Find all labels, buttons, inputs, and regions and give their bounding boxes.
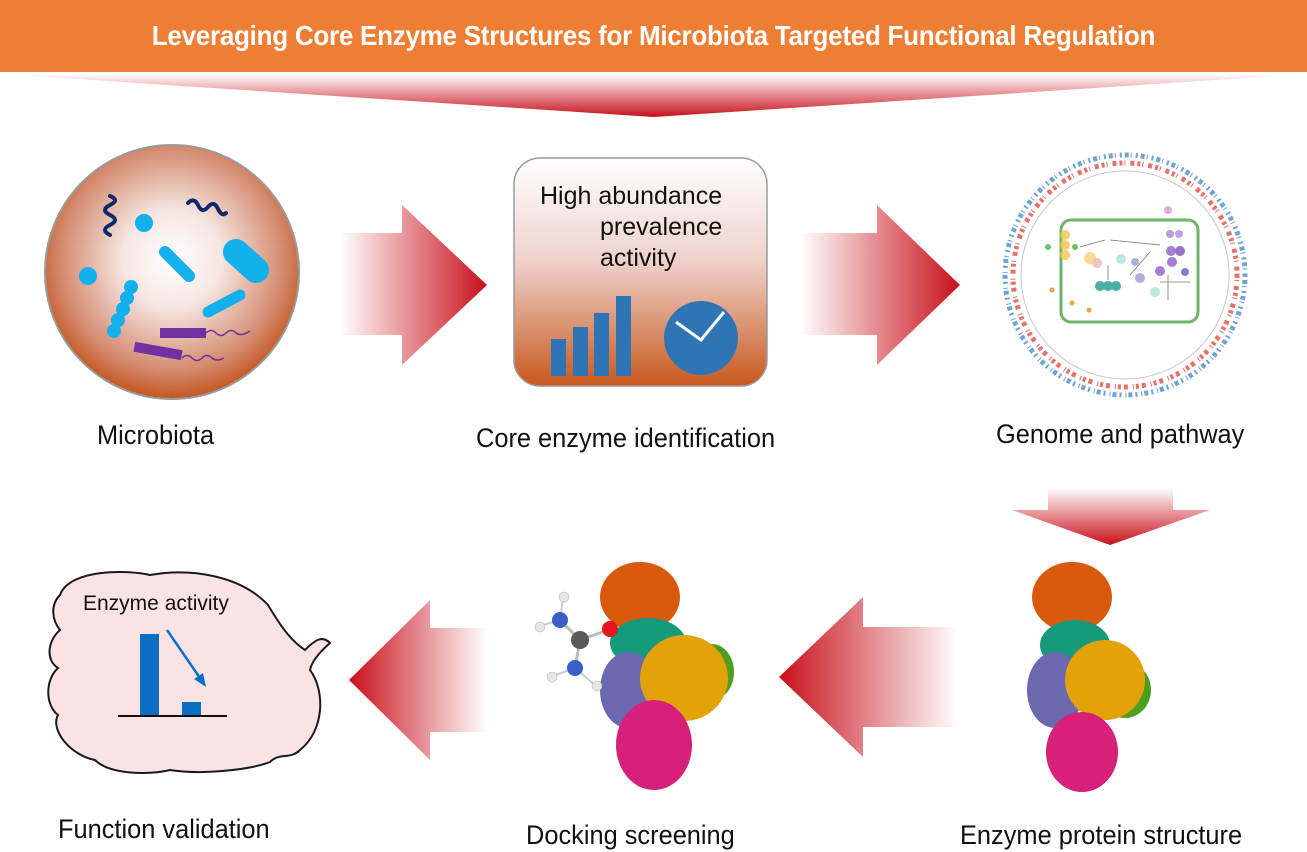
pathway-nodes — [1045, 206, 1190, 313]
spirochete-icon — [103, 194, 117, 237]
genome-ring-middle — [1010, 160, 1240, 390]
step-label-validation: Function validation — [58, 814, 270, 844]
bar-chart-icon — [551, 296, 631, 376]
bacillus-icon — [202, 289, 246, 318]
protein-domain-yellow — [640, 635, 728, 721]
enzyme-protein-structure — [1027, 562, 1151, 792]
flow-arrow-right — [800, 205, 960, 365]
enzyme-activity-label: Enzyme activity — [83, 592, 229, 615]
organ-outline — [47, 570, 332, 774]
hydrogen-atom — [534, 621, 546, 633]
bacillus-icon — [223, 239, 269, 283]
decrease-arrow-icon — [165, 629, 202, 679]
protein-domain-orange — [1032, 562, 1112, 632]
coccus-icon — [79, 267, 97, 285]
urea-ligand-icon — [534, 591, 618, 692]
flagellated-bacterium-icon — [133, 341, 225, 362]
banner-down-arrow — [0, 74, 1307, 117]
function-validation-illustration — [47, 570, 332, 774]
criteria-activity: activity — [600, 244, 677, 272]
genome-ring-outer — [1002, 152, 1248, 398]
genome-ring-inner — [1020, 170, 1230, 380]
protein-domain-orange — [600, 562, 680, 632]
diagram-title: Leveraging Core Enzyme Structures for Mi… — [151, 20, 1156, 51]
core-enzyme-card — [513, 157, 768, 387]
coccus-icon — [135, 214, 153, 232]
cell-membrane — [1059, 218, 1200, 324]
step-label-microbiota: Microbiota — [97, 420, 215, 450]
streptococcus-icon — [107, 280, 138, 338]
microbiota-illustration — [44, 144, 300, 400]
clock-icon — [664, 301, 738, 375]
activity-bar-treated — [182, 702, 201, 716]
bacillus-icon — [159, 246, 195, 282]
protein-domain-yellow — [1065, 640, 1145, 720]
step-label-structure: Enzyme protein structure — [960, 820, 1243, 850]
docking-illustration — [534, 562, 734, 790]
title-banner: Leveraging Core Enzyme Structures for Mi… — [0, 0, 1307, 72]
flagellated-bacterium-icon — [160, 328, 251, 338]
hydrogen-atom — [591, 680, 603, 692]
hydrogen-atom — [558, 591, 570, 603]
carbon-atom — [571, 631, 589, 649]
step-label-genome: Genome and pathway — [996, 419, 1245, 449]
protein-domain-magenta — [616, 700, 692, 790]
flow-arrow-left — [349, 600, 487, 760]
hydrogen-atom — [546, 671, 558, 683]
flow-arrow-left — [779, 597, 958, 757]
genome-pathway-illustration — [1002, 152, 1248, 398]
nitrogen-atom — [567, 660, 583, 676]
flow-arrow-right — [340, 205, 487, 365]
criteria-high-abundance: High abundance — [540, 182, 723, 210]
protein-domain-magenta — [1046, 712, 1118, 792]
criteria-prevalence: prevalence — [600, 213, 723, 241]
oxygen-atom — [602, 621, 618, 637]
step-label-docking: Docking screening — [526, 820, 735, 850]
activity-bar-control — [140, 634, 159, 716]
step-label-core-enzyme: Core enzyme identification — [476, 423, 776, 453]
nitrogen-atom — [552, 612, 568, 628]
flow-arrow-down — [1012, 488, 1210, 545]
spirochete-icon — [186, 198, 228, 217]
